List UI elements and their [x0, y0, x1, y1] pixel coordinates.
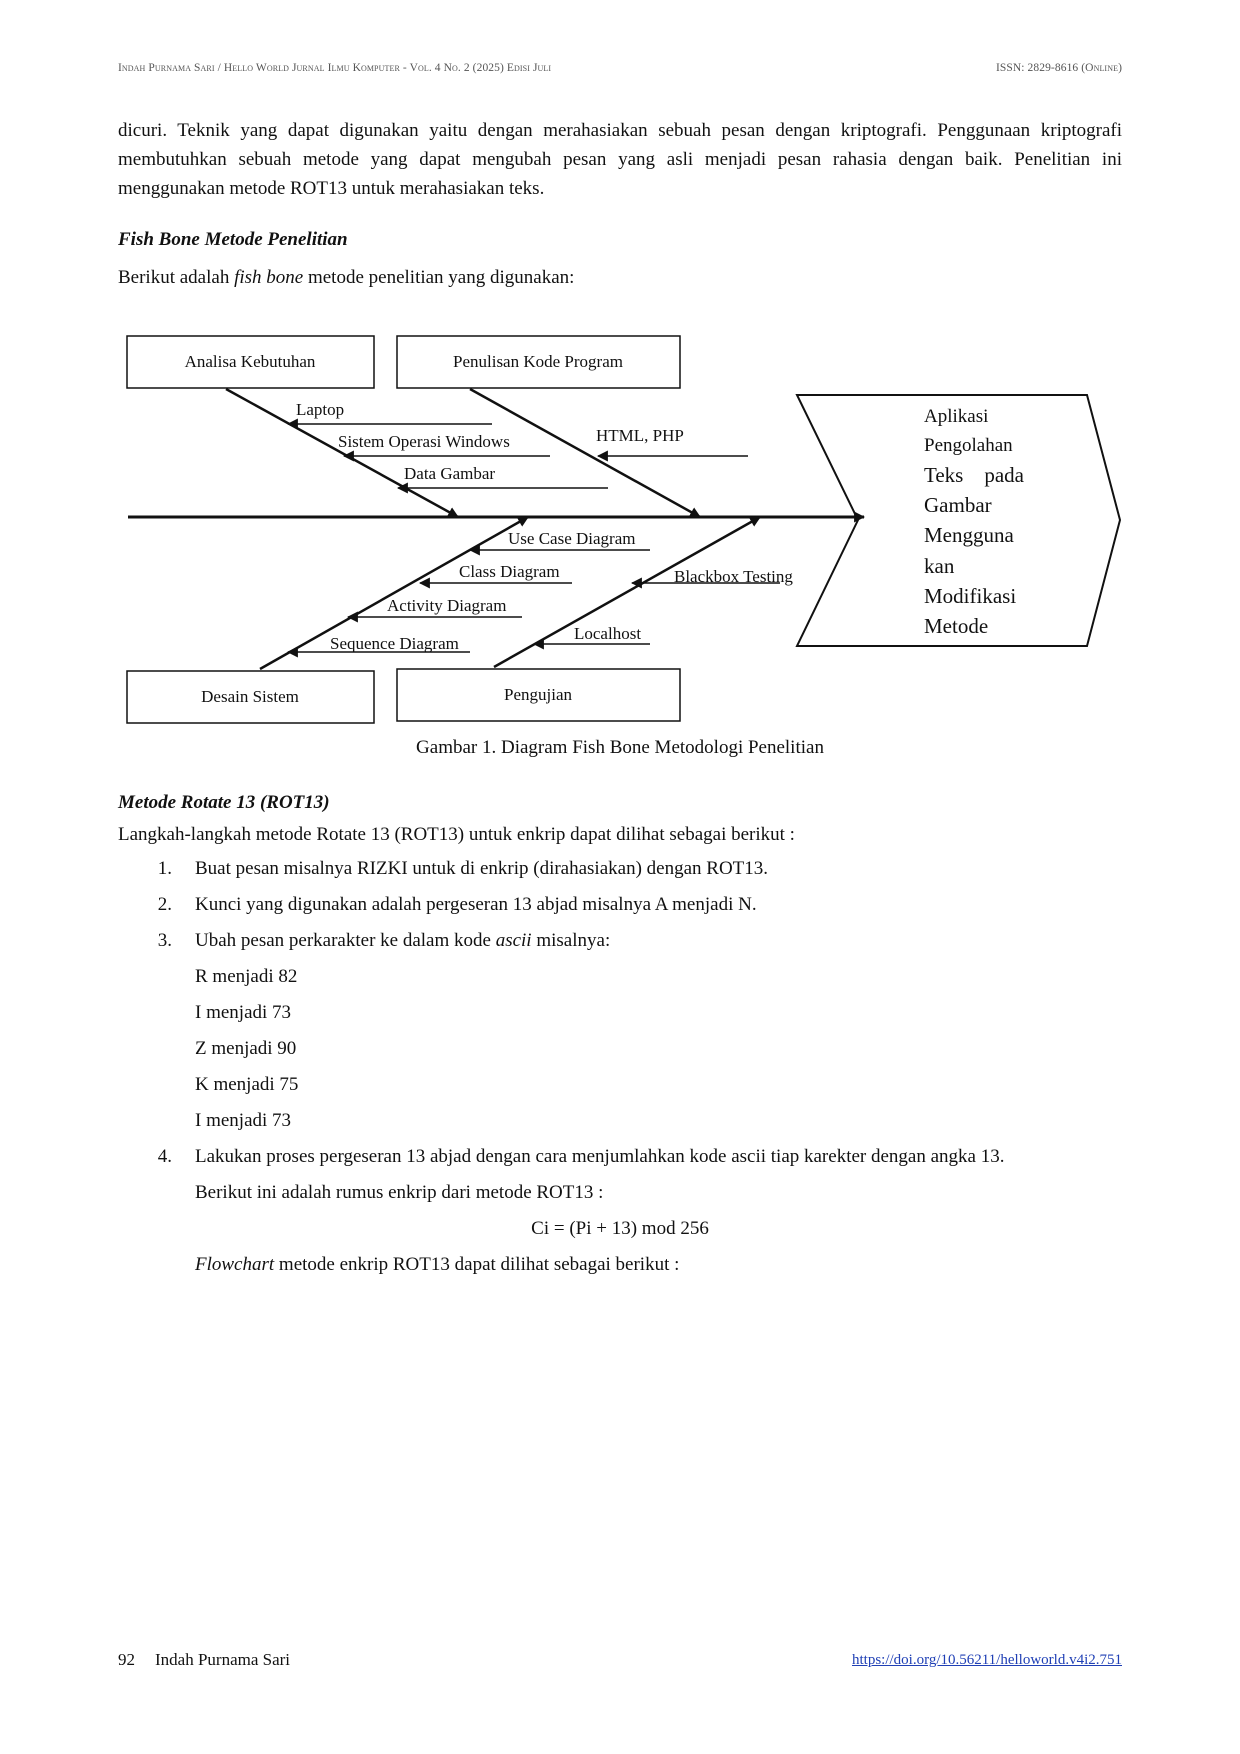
label-blackbox: Blackbox Testing [674, 567, 793, 586]
section-title-rot13: Metode Rotate 13 (ROT13) [118, 792, 330, 813]
head-line-4: Gambar [924, 493, 992, 517]
intro-line-2: membutuhkan sebuah metode yang dapat men… [118, 149, 1122, 170]
intro-line-3: menggunakan metode ROT13 untuk merahasia… [118, 178, 545, 199]
ascii-example: Z menjadi 90 [195, 1038, 297, 1059]
label-sistem-operasi: Sistem Operasi Windows [338, 432, 510, 451]
section-title-fishbone: Fish Bone Metode Penelitian [118, 229, 348, 250]
section-lead-fishbone: Berikut adalah fish bone metode peneliti… [118, 267, 575, 288]
fish-head [795, 394, 1122, 647]
formula: Ci = (Pi + 13) mod 256 [531, 1218, 709, 1239]
label-use-case: Use Case Diagram [508, 529, 635, 548]
ascii-example: I menjadi 73 [195, 1002, 292, 1023]
head-line-8: Metode [924, 614, 988, 638]
step-text: Kunci yang digunakan adalah pergeseran 1… [195, 894, 757, 915]
label-data-gambar: Data Gambar [404, 464, 495, 483]
box-desain-sistem [126, 670, 375, 724]
bone-penulisan [469, 387, 701, 519]
ascii-example: I menjadi 73 [195, 1110, 292, 1131]
step-number: 1. [157, 858, 172, 879]
section-lead-rot13: Langkah-langkah metode Rotate 13 (ROT13)… [118, 824, 795, 845]
footer-author: Indah Purnama Sari [155, 1650, 291, 1669]
label-html-php: HTML, PHP [596, 426, 684, 445]
box-label-desain: Desain Sistem [201, 687, 299, 706]
step-text: Ubah pesan perkarakter ke dalam kode asc… [195, 930, 611, 951]
head-line-1: Aplikasi [924, 406, 988, 427]
doi-link[interactable]: https://doi.org/10.56211/helloworld.v4i2… [852, 1652, 1122, 1668]
head-line-7: Modifikasi [924, 584, 1016, 608]
step-text: Lakukan proses pergeseran 13 abjad denga… [195, 1146, 1005, 1167]
step-text: Buat pesan misalnya RIZKI untuk di enkri… [195, 858, 769, 879]
page-number: 92 [118, 1650, 135, 1669]
head-line-3: Teks pada [924, 463, 1025, 487]
flowchart-intro: Flowchart metode enkrip ROT13 dapat dili… [195, 1254, 680, 1275]
ascii-example: K menjadi 75 [195, 1074, 299, 1095]
head-line-6: kan [924, 554, 955, 578]
formula-intro: Berikut ini adalah rumus enkrip dari met… [195, 1182, 604, 1203]
running-header-right: ISSN: 2829-8616 (Online) [995, 62, 1122, 74]
label-sequence: Sequence Diagram [330, 634, 459, 653]
fishbone-diagram: Analisa Kebutuhan Penulisan Kode Program… [126, 335, 1122, 724]
label-class-diagram: Class Diagram [459, 562, 560, 581]
box-analisa-kebutuhan [126, 335, 375, 389]
head-line-2: Pengolahan [924, 435, 1013, 456]
box-label-penulisan: Penulisan Kode Program [453, 352, 623, 371]
figure-caption: Gambar 1. Diagram Fish Bone Metodologi P… [416, 737, 824, 758]
head-line-5: Mengguna [924, 523, 1014, 547]
label-localhost: Localhost [574, 624, 641, 643]
step-number: 4. [157, 1146, 172, 1167]
label-activity: Activity Diagram [387, 596, 506, 615]
box-penulisan-kode [396, 335, 681, 389]
step-number: 3. [157, 930, 172, 951]
running-header-left: Indah Purnama Sari / Hello World Jurnal … [118, 62, 552, 74]
bone-desain [259, 515, 529, 671]
box-pengujian [396, 668, 681, 722]
box-label-analisa: Analisa Kebutuhan [185, 352, 316, 371]
box-label-pengujian: Pengujian [504, 685, 572, 704]
label-laptop: Laptop [296, 400, 344, 419]
bone-analisa [225, 387, 459, 519]
ascii-example: R menjadi 82 [195, 966, 298, 987]
step-number: 2. [157, 894, 172, 915]
intro-line-1: dicuri. Teknik yang dapat digunakan yait… [118, 120, 1122, 141]
